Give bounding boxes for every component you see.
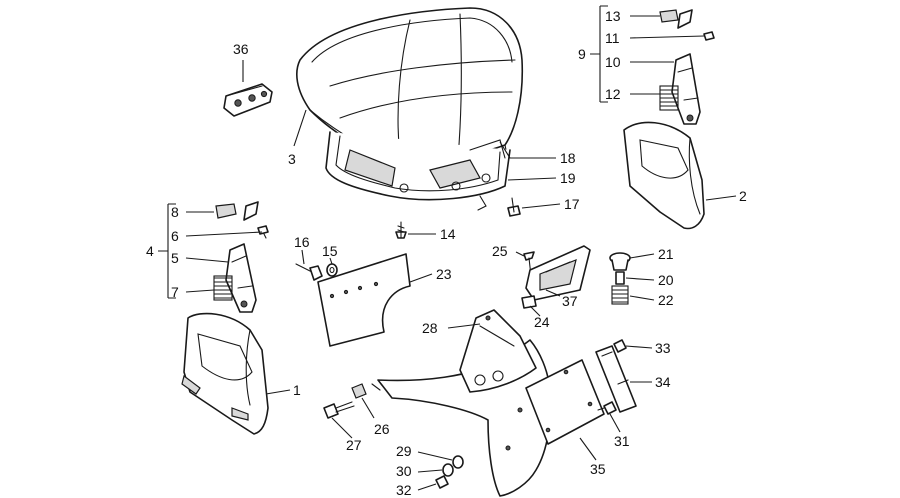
part-33-screw [613, 339, 627, 353]
callout-25: 25 [492, 243, 508, 259]
callout-27: 27 [346, 437, 362, 453]
part-24-nut [521, 295, 537, 309]
part-2-right-side-panel [623, 121, 705, 230]
part-3-seat [296, 7, 524, 172]
part-14-screw [395, 221, 407, 239]
callout-28: 28 [422, 320, 438, 336]
callout-11: 11 [605, 30, 620, 46]
callout-26: 26 [374, 421, 390, 437]
part-19-rear-frame [325, 131, 511, 211]
callout-20: 20 [658, 272, 674, 288]
callout-23: 23 [436, 266, 452, 282]
part-20-pin [615, 271, 625, 285]
callout-29: 29 [396, 443, 412, 459]
callout-22: 22 [658, 292, 674, 308]
part-8-left-clip [215, 203, 237, 219]
part-12-right-spring [659, 85, 679, 111]
callout-12: 12 [605, 86, 621, 102]
callout-6: 6 [171, 228, 179, 244]
callout-17: 17 [564, 196, 580, 212]
callout-13: 13 [605, 8, 621, 24]
part-11-right-screw [677, 9, 715, 41]
part-30-washer [442, 463, 454, 477]
part-31-screw [597, 401, 617, 415]
callout-36: 36 [233, 41, 249, 57]
callout-35: 35 [590, 461, 606, 477]
callout-3: 3 [288, 151, 296, 167]
callout-labels: 36 3 18 19 17 14 8 6 4 5 7 1 13 11 9 10 … [146, 8, 747, 498]
part-35-plate [525, 359, 605, 445]
callout-34: 34 [655, 374, 671, 390]
callout-14: 14 [440, 226, 456, 242]
callout-37: 37 [562, 293, 578, 309]
callout-5: 5 [171, 250, 179, 266]
part-13-right-clip [659, 9, 679, 23]
callout-18: 18 [560, 150, 576, 166]
callout-8: 8 [171, 204, 179, 220]
leader-lines [158, 5, 737, 491]
part-37-reflector-holder [525, 245, 591, 301]
part-16-rivet [295, 263, 323, 281]
callout-2: 2 [739, 188, 747, 204]
part-17-screw [507, 197, 521, 217]
part-15-washer [326, 263, 338, 277]
callout-30: 30 [396, 463, 412, 479]
part-34-license-plate-holder [595, 345, 637, 413]
part-32-nut [435, 475, 449, 489]
part-7-left-spring [213, 275, 233, 301]
callout-19: 19 [560, 170, 576, 186]
part-26-spacer [351, 383, 367, 399]
part-22-spring-bumper [611, 285, 629, 305]
part-23-license-plate-bracket [317, 253, 411, 347]
callout-32: 32 [396, 482, 412, 498]
callout-33: 33 [655, 340, 671, 356]
callout-9: 9 [578, 46, 586, 62]
callout-21: 21 [658, 246, 674, 262]
part-36-block [223, 83, 273, 117]
callout-15: 15 [322, 243, 338, 259]
part-5-left-hinge [225, 243, 257, 313]
part-21-rubber-cap [609, 252, 631, 271]
callout-4: 4 [146, 243, 154, 259]
callout-24: 24 [534, 314, 550, 330]
callout-16: 16 [294, 234, 310, 250]
callout-7: 7 [171, 284, 179, 300]
part-28-rear-mudguard [371, 309, 552, 497]
part-27-bolt [323, 401, 355, 419]
callout-31: 31 [614, 433, 630, 449]
part-1-left-side-panel [181, 312, 269, 435]
callout-1: 1 [293, 382, 301, 398]
part-29-washer [452, 455, 464, 469]
callout-10: 10 [605, 54, 621, 70]
part-10-right-hinge [671, 53, 701, 125]
